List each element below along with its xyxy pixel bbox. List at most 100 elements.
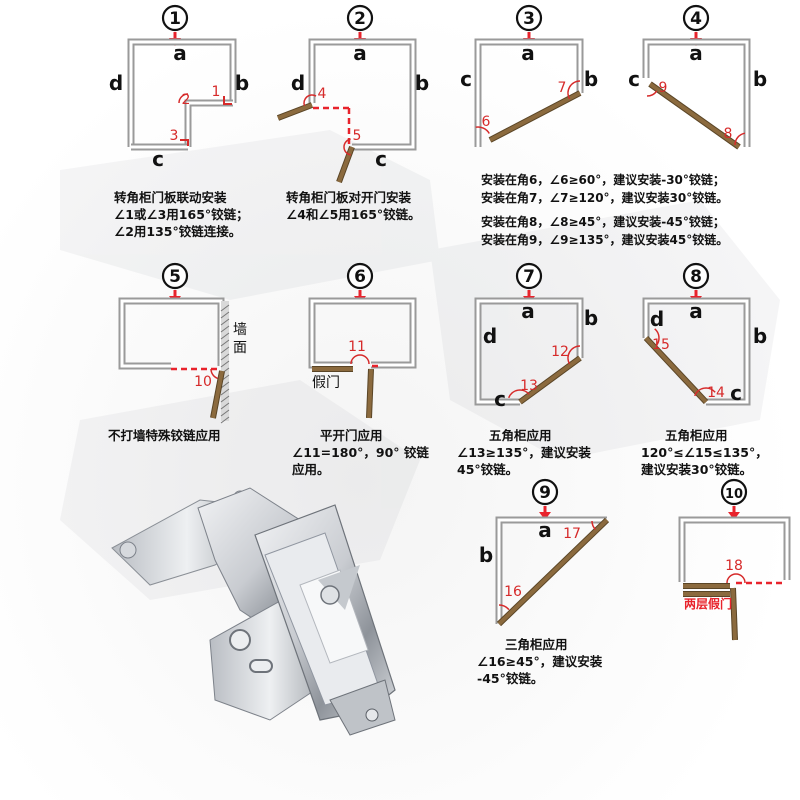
false-door-label: 两层假门 — [684, 596, 732, 611]
angle-number: 15 — [652, 337, 670, 353]
label: c — [152, 147, 164, 171]
cabinet-panel-face — [186, 101, 233, 147]
angle-arc — [646, 90, 658, 97]
diagram-number: 4 — [690, 9, 702, 29]
label: a — [173, 41, 187, 65]
angle-arc — [475, 126, 490, 134]
caption-line: 45°铰链。 — [457, 462, 519, 477]
caption-line: 三角柜应用 — [505, 637, 568, 652]
red-down-arrow-icon-head — [539, 512, 551, 520]
wall-label: 面 — [233, 340, 247, 356]
angle-number: 16 — [504, 584, 522, 600]
label: b — [415, 71, 429, 95]
caption-line: 转角柜门板对开门安装 — [286, 190, 412, 205]
right-angle-mark — [180, 139, 189, 146]
circled-number-icon — [346, 262, 374, 290]
cabinet-panel-face — [129, 40, 235, 147]
caption-diagram-7: 五角柜应用 ∠13≥135°，建议安装 45°铰链。 — [457, 427, 591, 478]
label: a — [521, 299, 535, 323]
angle-number: 2 — [182, 92, 191, 108]
caption-diagram-2: 转角柜门板对开门安装 ∠4和∠5用165°铰链。 — [286, 189, 421, 223]
angle-arc — [694, 387, 716, 397]
diagram-number: 1 — [169, 9, 181, 29]
door-panel-diagonal-grain — [489, 91, 581, 142]
cabinet-panel — [184, 99, 233, 147]
label: b — [235, 71, 249, 95]
label: b — [584, 67, 598, 91]
wall-hatch — [220, 388, 230, 396]
cabinet-panel — [118, 297, 225, 370]
caption-line: 安装在角6，∠6≥60°，建议安装-30°铰链； — [481, 173, 725, 187]
angle-number: 6 — [482, 114, 491, 130]
circled-number-icon — [531, 478, 559, 506]
circled-number-icon — [720, 478, 748, 506]
door-panel-diagonal-grain — [518, 356, 582, 404]
cabinet-panel-face — [476, 299, 582, 404]
angle-arc — [734, 132, 746, 146]
angle-number: 13 — [520, 378, 538, 394]
angle-number: 5 — [353, 128, 362, 144]
caption-line: 安装在角7，∠7≥120°，建议安装30°铰链。 — [481, 190, 729, 205]
caption-line: ∠2用135°铰链连接。 — [114, 224, 242, 239]
cabinet-panel-face — [120, 299, 223, 368]
angle-arc — [343, 138, 351, 156]
wall-hatch — [220, 339, 230, 347]
caption-diagram-3-4: 安装在角6，∠6≥60°，建议安装-30°铰链； 安装在角7，∠7≥120°，建… — [481, 172, 728, 249]
door-panel-diagonal-grain — [644, 336, 708, 404]
label: a — [689, 299, 703, 323]
cabinet-panel-face — [476, 40, 582, 147]
label: c — [375, 147, 387, 171]
wall-hatch — [220, 304, 230, 312]
caption-line: ∠11=180°，90° 铰链 — [292, 445, 429, 460]
door-panel-left-grain — [277, 103, 313, 120]
diagram-number: 7 — [523, 267, 535, 287]
label: c — [628, 67, 640, 91]
right-angle-mark — [223, 96, 232, 105]
cabinet-panel-face — [497, 518, 607, 624]
label: d — [109, 71, 123, 95]
caption-line: ∠1或∠3用165°铰链； — [114, 207, 249, 222]
label: b — [479, 543, 493, 567]
angle-number: 9 — [659, 80, 668, 96]
label: b — [753, 67, 767, 91]
caption-diagram-8: 五角柜应用 120°≤∠15≤135°， 建议安装30°铰链。 — [641, 427, 768, 478]
label: b — [753, 324, 767, 348]
caption-line: ∠4和∠5用165°铰链。 — [286, 207, 421, 222]
angle-number: 4 — [318, 86, 327, 102]
circled-number-icon — [682, 4, 710, 32]
caption-line: ∠13≥135°，建议安装 — [457, 445, 591, 460]
door-panel-grain — [731, 587, 737, 641]
cabinet-panel-face — [644, 40, 749, 147]
caption-diagram-5: 不打墙特殊铰链应用 — [108, 427, 221, 444]
angle-number: 1 — [212, 84, 221, 100]
caption-line: 120°≤∠15≤135°， — [641, 445, 768, 460]
wall-hatch — [220, 353, 230, 361]
caption-diagram-9: 三角柜应用 ∠16≥45°，建议安装 -45°铰链。 — [477, 636, 602, 687]
caption-line: 不打墙特殊铰链应用 — [108, 428, 221, 443]
circled-number-icon — [161, 4, 189, 32]
angle-arc — [726, 573, 746, 584]
angle-number: 11 — [348, 339, 366, 355]
door-panel-bottom-grain — [337, 146, 354, 183]
caption-line: 安装在角8，∠8≥45°，建议安装-45°铰链； — [481, 215, 725, 229]
diagram-number: 2 — [354, 9, 366, 29]
circled-number-icon — [515, 262, 543, 290]
cabinet-panel-face — [310, 40, 415, 149]
angle-number: 10 — [194, 374, 212, 390]
wall-hatch — [220, 381, 230, 389]
diagram-number: 9 — [539, 483, 551, 503]
angle-arc — [498, 604, 510, 611]
label: b — [584, 306, 598, 330]
label: c — [730, 381, 742, 405]
door-panel-diagonal-grain — [648, 82, 741, 149]
wall-hatch — [220, 402, 230, 410]
caption-line: 建议安装30°铰链。 — [641, 462, 753, 477]
label: a — [521, 41, 535, 65]
wall-hatch — [220, 346, 230, 354]
cabinet-panel-face — [310, 299, 415, 367]
diagram-number: 5 — [169, 267, 181, 287]
circled-number-icon — [682, 262, 710, 290]
angle-arc — [178, 93, 189, 104]
